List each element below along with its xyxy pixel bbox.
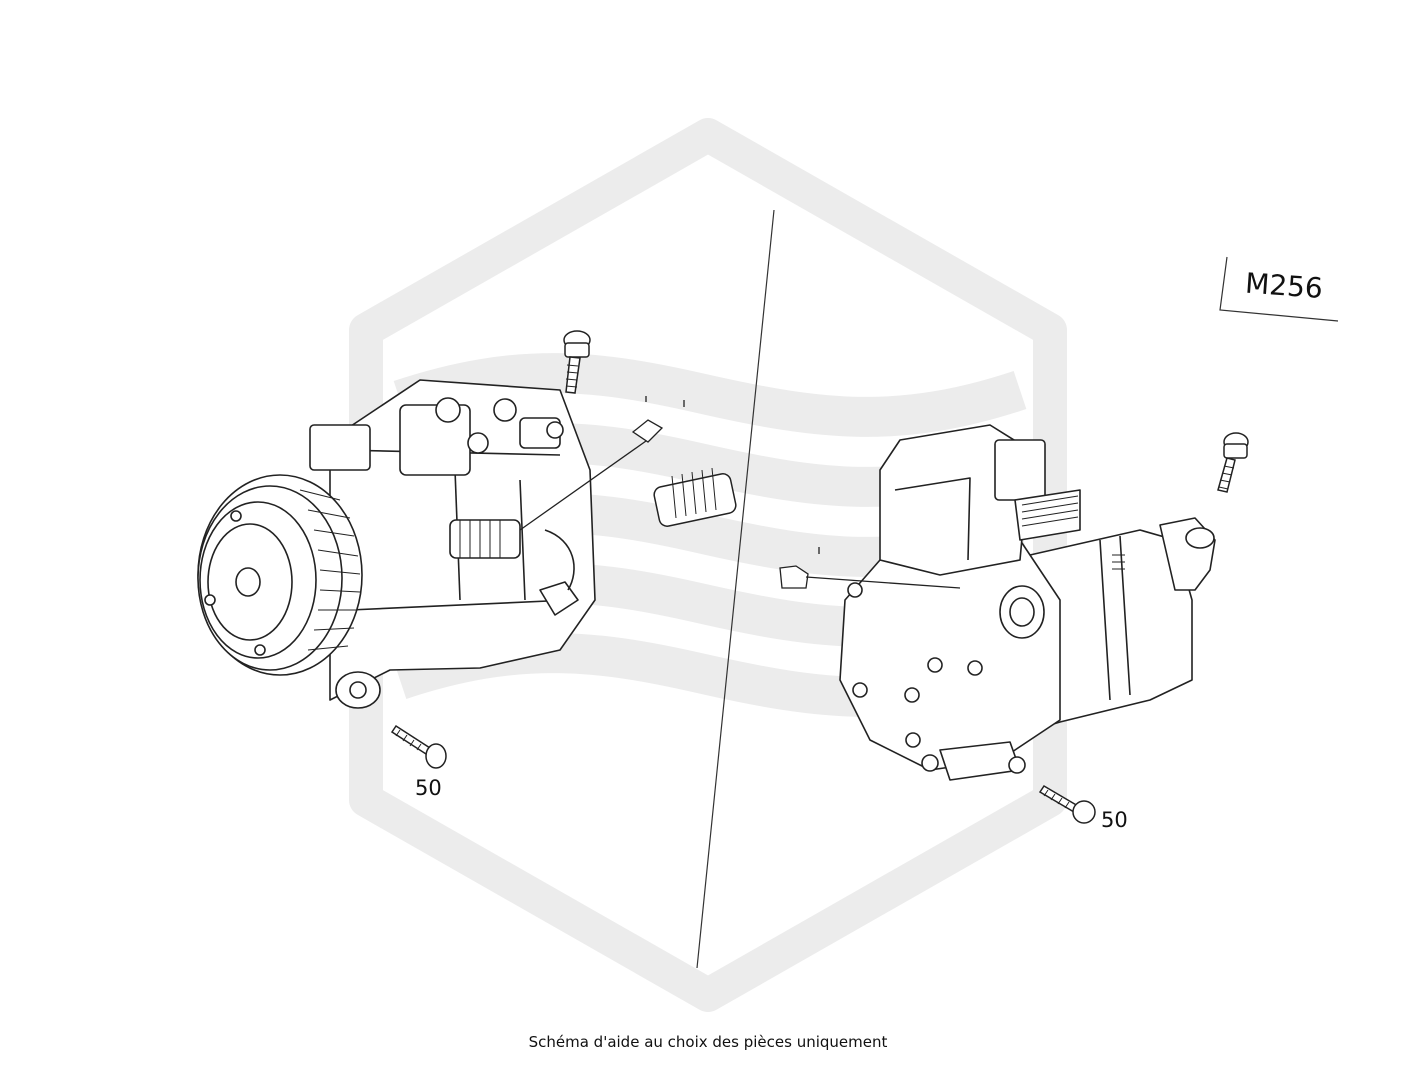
bolt-right-bottom	[1038, 784, 1096, 824]
bolt-right-top	[1217, 432, 1249, 493]
variant-label-box	[1219, 256, 1339, 322]
divider-line	[696, 209, 775, 969]
solenoid-spare-left	[653, 467, 737, 527]
bolt-left-bottom	[390, 724, 447, 769]
clip-right	[779, 547, 961, 589]
callout-left: 50	[415, 776, 442, 800]
variant-label: M256	[1244, 267, 1324, 305]
bolt-left-top	[563, 330, 591, 394]
compressor-right	[839, 424, 1216, 781]
callout-right: 50	[1101, 808, 1128, 832]
footer-note: Schéma d'aide au choix des pièces unique…	[528, 1033, 888, 1051]
compressor-left	[197, 379, 596, 709]
clip-left	[519, 396, 685, 531]
